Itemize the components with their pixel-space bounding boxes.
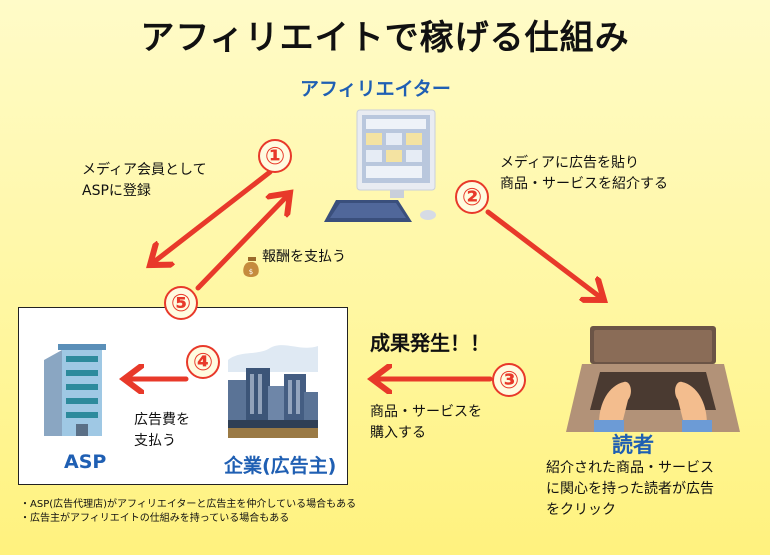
arrow-1 [150, 169, 273, 265]
diagram-title: アフィリエイトで稼げる仕組み [140, 18, 630, 58]
step-2-text: メディアに広告を貼り 商品・サービスを紹介する [500, 153, 668, 195]
step-1-text: メディア会員として ASPに登録 [82, 160, 207, 202]
footnote-2: ・広告主がアフィリエイトの仕組みを持っている場合もある [20, 513, 290, 524]
step-2-line-1: メディアに広告を貼り [500, 155, 640, 171]
step-4-text: 広告費を 支払う [134, 410, 190, 452]
arrow-2 [485, 209, 604, 300]
city-icon [228, 345, 318, 438]
company-label: 企業(広告主) [224, 455, 337, 477]
step-3-text: 商品・サービスを 購入する [370, 402, 482, 444]
step-3-line-2: 購入する [370, 425, 426, 441]
step-2-number: ② [455, 180, 489, 214]
money-bag-icon: $ [243, 257, 259, 277]
step-2-line-2: 商品・サービスを紹介する [500, 176, 668, 192]
step-3-headline: 成果発生！！ [370, 331, 490, 355]
step-5-number: ⑤ [164, 286, 198, 320]
step-1-number: ① [258, 139, 292, 173]
computer-icon [324, 109, 436, 222]
affiliator-label: アフィリエイター [300, 78, 451, 100]
step-4-number: ④ [186, 345, 220, 379]
step-1-line-1: メディア会員として [82, 162, 207, 178]
reader-desc-line-2: に関心を持った読者が広告 [546, 481, 714, 497]
step-3-line-1: 商品・サービスを [370, 404, 482, 420]
footnote-1: ・ASP(広告代理店)がアフィリエイターと広告主を仲介している場合もある [20, 499, 357, 510]
reader-label: 読者 [612, 433, 654, 457]
step-4-line-2: 支払う [134, 433, 176, 449]
reader-description: 紹介された商品・サービス に関心を持った読者が広告 をクリック [546, 458, 714, 521]
step-4-line-1: 広告費を [134, 412, 190, 428]
step-1-line-2: ASPに登録 [82, 183, 151, 199]
asp-label: ASP [64, 451, 107, 473]
reader-desc-line-3: をクリック [546, 502, 616, 518]
arrow-5 [195, 193, 290, 291]
svg-text:$: $ [249, 268, 253, 276]
reader-desc-line-1: 紹介された商品・サービス [546, 460, 714, 476]
step-5-text: 報酬を支払う [262, 249, 346, 265]
laptop-typing-icon [566, 326, 740, 432]
footnotes: ・ASP(広告代理店)がアフィリエイターと広告主を仲介している場合もある ・広告… [20, 498, 356, 526]
building-icon [44, 344, 106, 436]
step-3-number: ③ [492, 363, 526, 397]
